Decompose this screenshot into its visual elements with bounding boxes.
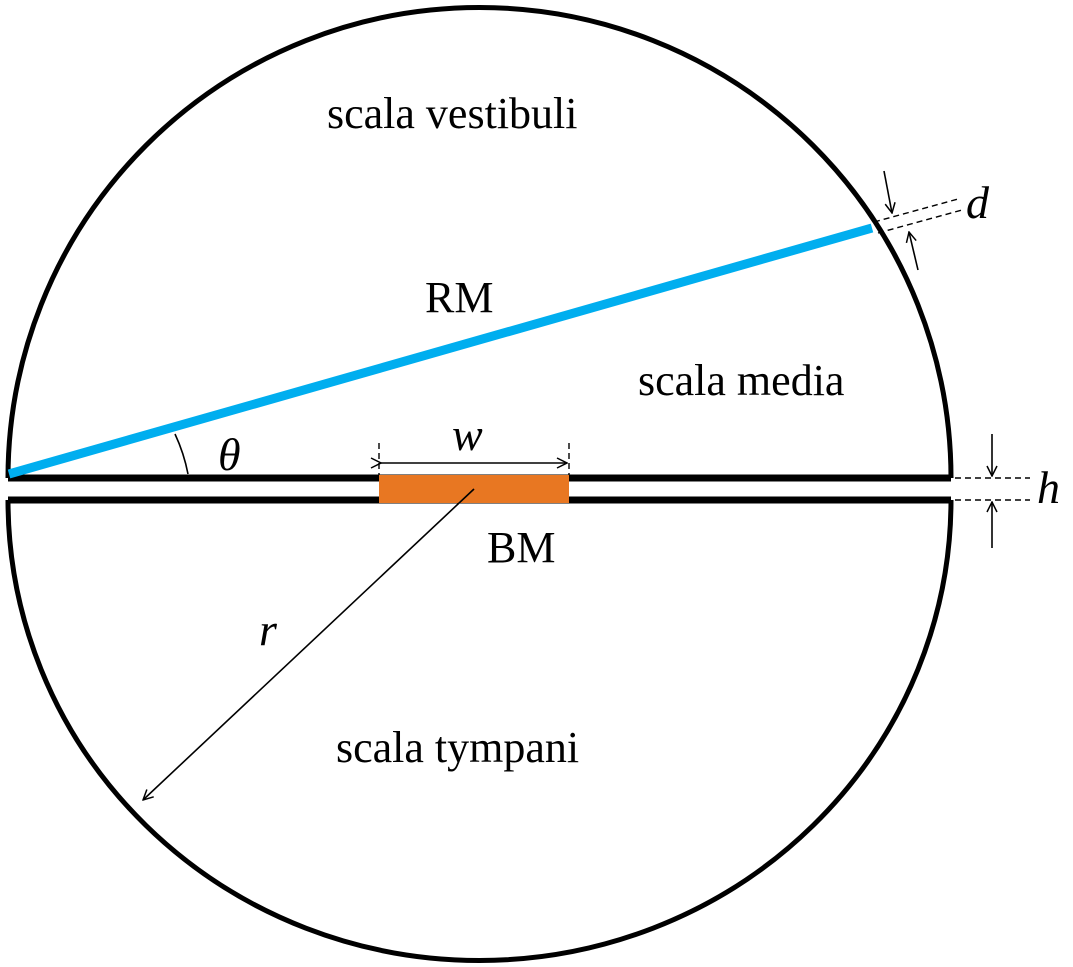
symbol-r: r: [259, 604, 278, 655]
label-scala-media: scala media: [638, 356, 844, 405]
symbol-theta: θ: [218, 429, 241, 480]
reissner-membrane: [7, 223, 874, 479]
label-scala-tympani: scala tympani: [336, 723, 579, 772]
label-reissner-membrane: RM: [425, 273, 493, 322]
label-scala-vestibuli: scala vestibuli: [327, 89, 578, 138]
upper-wall-arc: [5, 5, 954, 479]
d-arrow-bottom: [909, 232, 919, 271]
lower-wall-arc: [5, 499, 954, 963]
d-arrow-top: [883, 170, 892, 213]
d-extension-top: [873, 198, 959, 223]
theta-angle-arc: [174, 433, 189, 475]
symbol-d: d: [966, 177, 990, 228]
symbol-h: h: [1037, 462, 1060, 513]
symbol-w: w: [452, 409, 483, 460]
radius-arrow: [143, 488, 475, 800]
label-basilar-membrane: BM: [487, 523, 555, 572]
d-extension-bottom: [877, 209, 963, 234]
